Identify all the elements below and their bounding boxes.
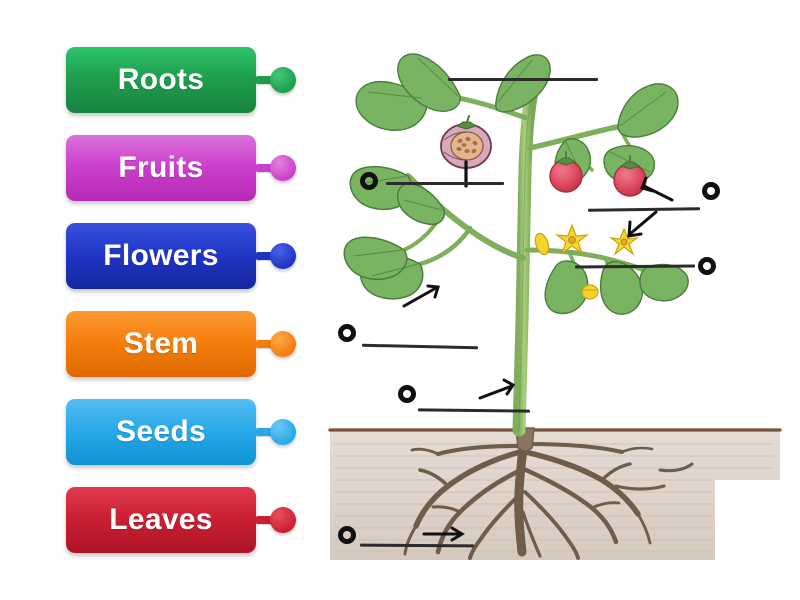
label-row-leaves[interactable]: Leaves: [66, 484, 302, 556]
label-row-roots[interactable]: Roots: [66, 44, 302, 116]
label-chip-stem-text: Stem: [123, 327, 199, 360]
connector-knob-flowers[interactable]: [270, 243, 296, 269]
label-row-fruits[interactable]: Fruits: [66, 132, 302, 204]
connector-stub-fruits: [256, 164, 272, 172]
label-chip-seeds[interactable]: Seeds: [66, 399, 256, 465]
arrow-to-leaves: [402, 284, 440, 308]
connector-flowers: [256, 223, 296, 289]
drop-target-leaves[interactable]: [338, 324, 356, 342]
plant-stem: [512, 85, 539, 437]
connector-knob-stem[interactable]: [270, 331, 296, 357]
leaf-branch-left: [343, 165, 526, 300]
drop-target-roots[interactable]: [338, 526, 356, 544]
connector-knob-seeds[interactable]: [270, 419, 296, 445]
label-chip-roots[interactable]: Roots: [66, 47, 256, 113]
connector-stub-stem: [256, 340, 272, 348]
arrow-to-fruits: [639, 176, 674, 202]
labels-column: Roots Fruits Flowers: [0, 0, 320, 600]
connector-fruits: [256, 135, 296, 201]
label-chip-fruits-text: Fruits: [118, 151, 204, 184]
label-chip-leaves[interactable]: Leaves: [66, 487, 256, 553]
label-row-seeds[interactable]: Seeds: [66, 396, 302, 468]
label-chip-flowers[interactable]: Flowers: [66, 223, 256, 289]
drop-target-fruits-right[interactable]: [702, 182, 720, 200]
drop-target-fruits-left[interactable]: [360, 172, 378, 190]
label-chip-fruits[interactable]: Fruits: [66, 135, 256, 201]
label-row-flowers[interactable]: Flowers: [66, 220, 302, 292]
flower-branch: [524, 223, 689, 315]
cut-fruit-with-seeds: [440, 115, 492, 188]
label-chip-flowers-text: Flowers: [103, 239, 219, 272]
answer-line-fruits-left[interactable]: [386, 182, 504, 185]
connector-roots: [256, 47, 296, 113]
drop-target-stem[interactable]: [398, 385, 416, 403]
arrow-to-roots: [422, 526, 465, 542]
label-chip-roots-text: Roots: [117, 63, 205, 96]
label-chip-seeds-text: Seeds: [116, 415, 206, 448]
label-row-stem[interactable]: Stem: [66, 308, 302, 380]
connector-stub-leaves: [256, 516, 272, 524]
tomato-fruits: [549, 151, 647, 197]
flower-heads: [534, 223, 640, 300]
drop-target-flowers[interactable]: [698, 257, 716, 275]
plant-illustration: [328, 53, 782, 560]
label-chip-leaves-text: Leaves: [109, 503, 213, 536]
arrow-to-stem: [478, 378, 516, 400]
connector-knob-leaves[interactable]: [270, 507, 296, 533]
connector-leaves: [256, 487, 296, 553]
plant-illustration-panel: [320, 0, 800, 600]
soil-layer: [328, 428, 782, 560]
answer-line-top[interactable]: [448, 78, 598, 81]
connector-knob-fruits[interactable]: [270, 155, 296, 181]
connector-seeds: [256, 399, 296, 465]
connector-stub-seeds: [256, 428, 272, 436]
leaf-branch-upper-left: [355, 53, 551, 188]
fruit-branch-right: [527, 83, 679, 197]
label-chip-stem[interactable]: Stem: [66, 311, 256, 377]
connector-knob-roots[interactable]: [270, 67, 296, 93]
connector-stub-flowers: [256, 252, 272, 260]
arrow-to-flowers: [627, 210, 658, 238]
connector-stem: [256, 311, 296, 377]
connector-stub-roots: [256, 76, 272, 84]
